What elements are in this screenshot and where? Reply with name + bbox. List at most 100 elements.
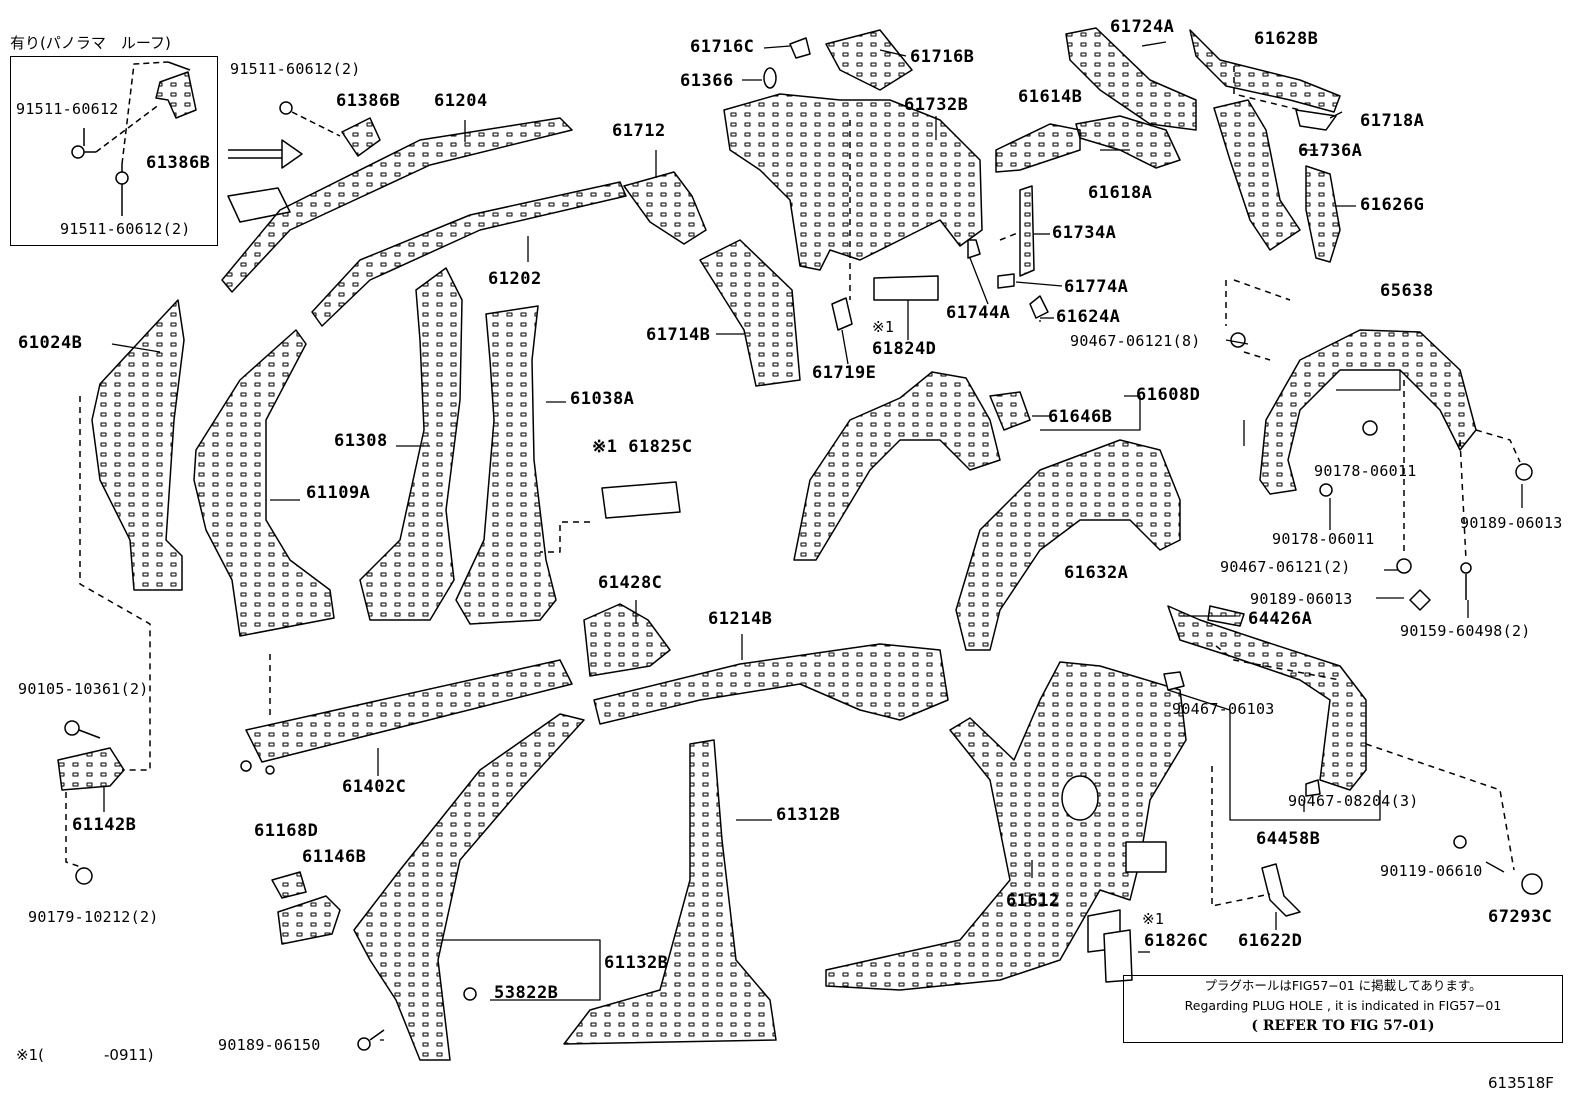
part-label-61132B[interactable]: 61132B — [604, 953, 669, 973]
part-label-61618A[interactable]: 61618A — [1088, 183, 1153, 203]
inset-title: 有り(パノラマ ルーフ) — [10, 34, 171, 52]
rear-upper-parts — [967, 27, 1341, 319]
part-label-90467-08204-3[interactable]: 90467-08204(3) — [1288, 792, 1419, 810]
pillar-61109A — [193, 329, 335, 637]
note-line-japanese: プラグホールはFIG57−01 に掲載してあります。 — [1204, 978, 1482, 993]
part-label-61724A[interactable]: 61724A — [1110, 17, 1175, 37]
part-label-61734A[interactable]: 61734A — [1052, 223, 1117, 243]
part-label-90189-06150[interactable]: 90189-06150 — [218, 1036, 321, 1054]
part-label-91511-60612[interactable]: 91511-60612 — [16, 100, 119, 118]
part-label-61622D[interactable]: 61622D — [1238, 931, 1303, 951]
part-label-65638[interactable]: 65638 — [1380, 281, 1434, 301]
part-label-61825C[interactable]: ※1 61825C — [592, 437, 693, 457]
part-label-91511-60612-2-top[interactable]: 91511-60612(2) — [230, 60, 361, 78]
plug-hole-note: プラグホールはFIG57−01 に掲載してあります。 Regarding PLU… — [1123, 975, 1563, 1043]
note-line-english: Regarding PLUG HOLE , it is indicated in… — [1184, 998, 1502, 1013]
part-label-53822B[interactable]: 53822B — [494, 983, 559, 1003]
part-label-61646B[interactable]: 61646B — [1048, 407, 1113, 427]
part-label-61624A[interactable]: 61624A — [1056, 307, 1121, 327]
side-outer-61132B — [353, 713, 585, 1061]
part-label-61712[interactable]: 61712 — [612, 121, 666, 141]
side-outer-61312B — [563, 739, 777, 1045]
part-label-90178-06011-b[interactable]: 90178-06011 — [1272, 530, 1375, 548]
leader-lines — [103, 41, 1523, 1041]
part-label-61716C[interactable]: 61716C — [690, 37, 755, 57]
pillar-61038A — [455, 305, 681, 625]
center-pillar-61308 — [359, 267, 463, 621]
part-label-91511-60612-2-inset[interactable]: 91511-60612(2) — [60, 220, 191, 238]
part-label-90467-06121-8[interactable]: 90467-06121(8) — [1070, 332, 1201, 350]
bracket-61146B — [277, 895, 341, 945]
figure-id: 613518F — [1488, 1074, 1554, 1092]
part-label-67293C[interactable]: 67293C — [1488, 907, 1553, 927]
part-label-61608D[interactable]: 61608D — [1136, 385, 1201, 405]
part-label-61386B[interactable]: 61386B — [336, 91, 401, 111]
bracket-61142B — [57, 720, 125, 885]
part-label-90179-10212-2[interactable]: 90179-10212(2) — [28, 908, 159, 926]
roof-side-61214B — [593, 643, 949, 725]
note-refer-link[interactable]: ( REFER TO FIG 57-01) — [1251, 1018, 1435, 1034]
part-label-61736A[interactable]: 61736A — [1298, 141, 1363, 161]
part-label-61826C-note-mark: ※1 — [1142, 910, 1165, 928]
part-label-90189-06013-b[interactable]: 90189-06013 — [1250, 590, 1353, 608]
part-label-61204[interactable]: 61204 — [434, 91, 488, 111]
part-label-61386B-inset[interactable]: 61386B — [146, 153, 211, 173]
part-label-90467-06103[interactable]: 90467-06103 — [1172, 700, 1275, 718]
part-label-61214B[interactable]: 61214B — [708, 609, 773, 629]
part-label-61626G[interactable]: 61626G — [1360, 195, 1425, 215]
part-label-61716B[interactable]: 61716B — [910, 47, 975, 67]
part-label-61824D-note-mark: ※1 — [872, 318, 895, 336]
part-label-90159-60498-2[interactable]: 90159-60498(2) — [1400, 622, 1531, 640]
part-label-90467-06121-2[interactable]: 90467-06121(2) — [1220, 558, 1351, 576]
part-label-61632A[interactable]: 61632A — [1064, 563, 1129, 583]
part-label-61428C[interactable]: 61428C — [598, 573, 663, 593]
part-label-61719E[interactable]: 61719E — [812, 363, 877, 383]
part-label-61038A[interactable]: 61038A — [570, 389, 635, 409]
part-label-90105-10361-2[interactable]: 90105-10361(2) — [18, 680, 149, 698]
part-label-61109A[interactable]: 61109A — [306, 483, 371, 503]
part-label-61024B[interactable]: 61024B — [18, 333, 83, 353]
part-label-61718A[interactable]: 61718A — [1360, 111, 1425, 131]
rocker-61402C — [240, 654, 573, 775]
part-label-61714B[interactable]: 61714B — [646, 325, 711, 345]
part-label-61628B[interactable]: 61628B — [1254, 29, 1319, 49]
footnote-mark: ※1( — [16, 1046, 44, 1064]
part-label-90178-06011-a[interactable]: 90178-06011 — [1314, 462, 1417, 480]
inset-drawing — [71, 61, 197, 216]
wheelhouse-61632A — [955, 439, 1181, 651]
bracket-61168D — [271, 871, 307, 899]
part-label-64426A[interactable]: 64426A — [1248, 609, 1313, 629]
rear-inner-61732B — [723, 29, 983, 331]
part-label-61168D[interactable]: 61168D — [254, 821, 319, 841]
pad-61826C — [1103, 929, 1133, 983]
bracket-61428C — [583, 603, 671, 677]
mudguard-64458B — [1163, 605, 1543, 895]
part-label-61366[interactable]: 61366 — [680, 71, 734, 91]
roof-rail-61202 — [311, 181, 627, 327]
bracket-61714B — [699, 239, 801, 387]
part-label-61312B[interactable]: 61312B — [776, 805, 841, 825]
part-label-61614B[interactable]: 61614B — [1018, 87, 1083, 107]
part-label-61744A[interactable]: 61744A — [946, 303, 1011, 323]
bracket-61712 — [623, 171, 707, 245]
part-label-90189-06013-a[interactable]: 90189-06013 — [1460, 514, 1563, 532]
part-label-61402C[interactable]: 61402C — [342, 777, 407, 797]
part-label-61824D[interactable]: 61824D — [872, 339, 937, 359]
part-label-64458B[interactable]: 64458B — [1256, 829, 1321, 849]
part-label-61308[interactable]: 61308 — [334, 431, 388, 451]
part-label-61826C[interactable]: 61826C — [1144, 931, 1209, 951]
part-label-61732B[interactable]: 61732B — [904, 95, 969, 115]
part-label-61202[interactable]: 61202 — [488, 269, 542, 289]
part-label-61612[interactable]: 61612 — [1006, 891, 1060, 911]
front-pillar-61024B — [79, 299, 185, 771]
part-label-61146B[interactable]: 61146B — [302, 847, 367, 867]
part-label-61774A[interactable]: 61774A — [1064, 277, 1129, 297]
footnote-range: -0911) — [104, 1046, 154, 1064]
liner-65638 — [1225, 279, 1533, 611]
wheelhouse-61608D — [793, 371, 1031, 561]
part-label-90119-06610[interactable]: 90119-06610 — [1380, 862, 1483, 880]
part-label-61142B[interactable]: 61142B — [72, 815, 137, 835]
panorama-roof-inset — [10, 56, 218, 246]
